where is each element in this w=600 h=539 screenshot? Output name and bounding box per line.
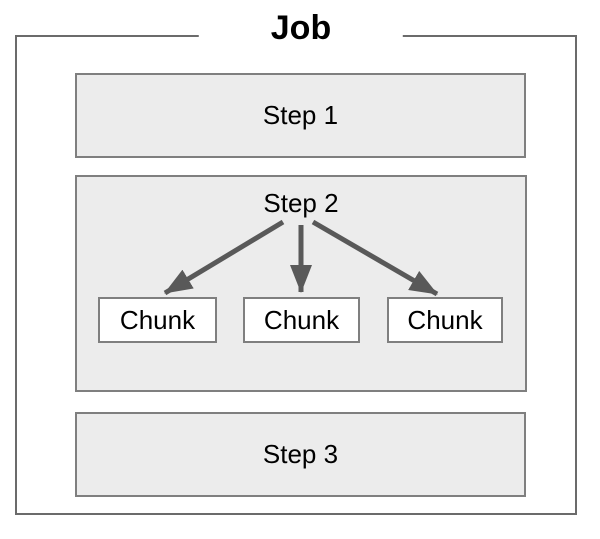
step-1-label: Step 1: [262, 100, 339, 130]
step-1-box: Step 1: [75, 73, 526, 158]
chunk-box-2: Chunk: [243, 297, 360, 343]
step-3-label: Step 3: [262, 439, 339, 469]
chunk-2-label: Chunk: [263, 304, 340, 335]
chunk-box-3: Chunk: [387, 297, 503, 343]
chunk-3-label: Chunk: [407, 304, 483, 335]
step-2-box: Step 2: [75, 175, 527, 392]
step-2-label: Step 2: [263, 188, 339, 218]
chunk-box-1: Chunk: [98, 297, 217, 343]
step-3-box: Step 3: [75, 412, 526, 497]
diagram-title: Job: [198, 6, 404, 50]
chunk-1-label: Chunk: [119, 304, 196, 335]
